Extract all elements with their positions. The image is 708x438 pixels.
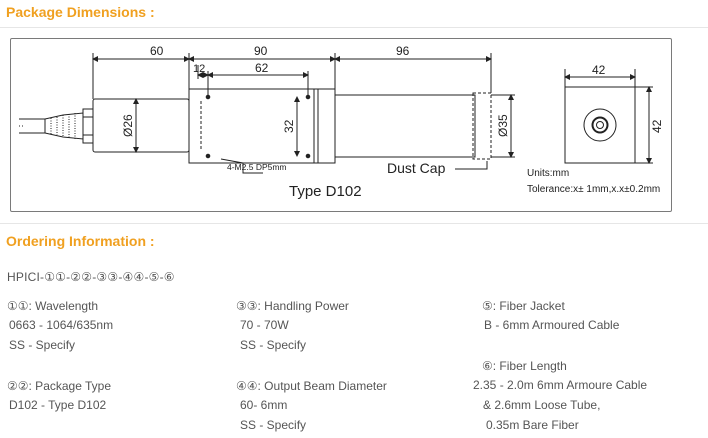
beam-diameter-option: 60- 6mm bbox=[240, 398, 288, 412]
package-type-title: ②②: Package Type bbox=[7, 379, 112, 393]
mount-hole bbox=[205, 94, 211, 100]
mount-hole bbox=[205, 153, 211, 159]
part-number-code: HPICI-①①-②②-③③-④④-⑤-⑥ bbox=[7, 270, 175, 284]
package-type-option: D102 - Type D102 bbox=[9, 398, 107, 412]
beam-diameter-title: ④④: Output Beam Diameter bbox=[236, 379, 387, 393]
screw-label: 4-M2.5 DP5mm bbox=[227, 162, 287, 172]
dim-hole-offset: 12 bbox=[193, 63, 205, 75]
dust-cap bbox=[472, 92, 492, 160]
fiber-jacket-title: ⑤: Fiber Jacket bbox=[482, 299, 565, 313]
dim-end-height: 42 bbox=[650, 119, 664, 133]
handling-power-option: 70 - 70W bbox=[240, 318, 289, 332]
dust-cap-label: Dust Cap bbox=[387, 160, 446, 176]
fiber-length-option-line2: & 2.6mm Loose Tube, bbox=[483, 398, 601, 412]
fiber-length-title: ⑥: Fiber Length bbox=[482, 359, 567, 373]
fiber-cable bbox=[19, 118, 46, 134]
right-tube bbox=[334, 94, 476, 158]
end-view-outer-ring bbox=[583, 108, 617, 142]
heading-rule-top bbox=[0, 27, 708, 28]
heading-rule-bottom bbox=[0, 223, 708, 224]
fiber-length-option-line3: 0.35m Bare Fiber bbox=[486, 418, 579, 432]
wavelength-option: 0663 - 1064/635nm bbox=[9, 318, 114, 332]
handling-power-title: ③③: Handling Power bbox=[236, 299, 349, 313]
main-body bbox=[188, 88, 336, 164]
tolerance-label: Tolerance:x± 1mm,x.x±0.2mm bbox=[527, 184, 660, 195]
mount-hole bbox=[305, 153, 311, 159]
beam-diameter-specify: SS - Specify bbox=[240, 418, 307, 432]
wavelength-title: ①①: Wavelength bbox=[7, 299, 99, 313]
left-barrel bbox=[92, 98, 190, 153]
dim-small-diameter: Ø26 bbox=[121, 114, 135, 137]
dim-end-width: 42 bbox=[592, 63, 606, 77]
dim-right-length: 96 bbox=[396, 44, 410, 58]
end-view-square bbox=[564, 86, 636, 164]
dim-hole-span: 62 bbox=[255, 61, 269, 75]
dim-cap-diameter: Ø35 bbox=[496, 114, 510, 137]
mount-hole bbox=[305, 94, 311, 100]
connector-nut bbox=[82, 108, 94, 144]
package-dimensions-heading: Package Dimensions : bbox=[6, 4, 155, 20]
end-view-core bbox=[596, 121, 604, 129]
dim-left-length: 60 bbox=[150, 44, 164, 58]
dim-height: 32 bbox=[282, 119, 296, 133]
fiber-length-option-line1: 2.35 - 2.0m 6mm Armoure Cable bbox=[473, 378, 648, 392]
end-view-inner-ring bbox=[591, 116, 609, 134]
dimension-drawing: 60 90 96 12 62 Ø26 32 Ø35 42 42 4-M2.5 D… bbox=[10, 38, 672, 212]
units-label: Units:mm bbox=[527, 168, 569, 179]
fiber-jacket-option: B - 6mm Armoured Cable bbox=[484, 318, 620, 332]
ordering-information-heading: Ordering Information : bbox=[6, 233, 155, 249]
handling-power-specify: SS - Specify bbox=[240, 338, 307, 352]
type-label: Type D102 bbox=[289, 183, 362, 200]
technical-drawing-svg: 60 90 96 12 62 Ø26 32 Ø35 42 42 4-M2.5 D… bbox=[19, 44, 664, 200]
dim-mid-length: 90 bbox=[254, 44, 268, 58]
wavelength-specify: SS - Specify bbox=[9, 338, 76, 352]
